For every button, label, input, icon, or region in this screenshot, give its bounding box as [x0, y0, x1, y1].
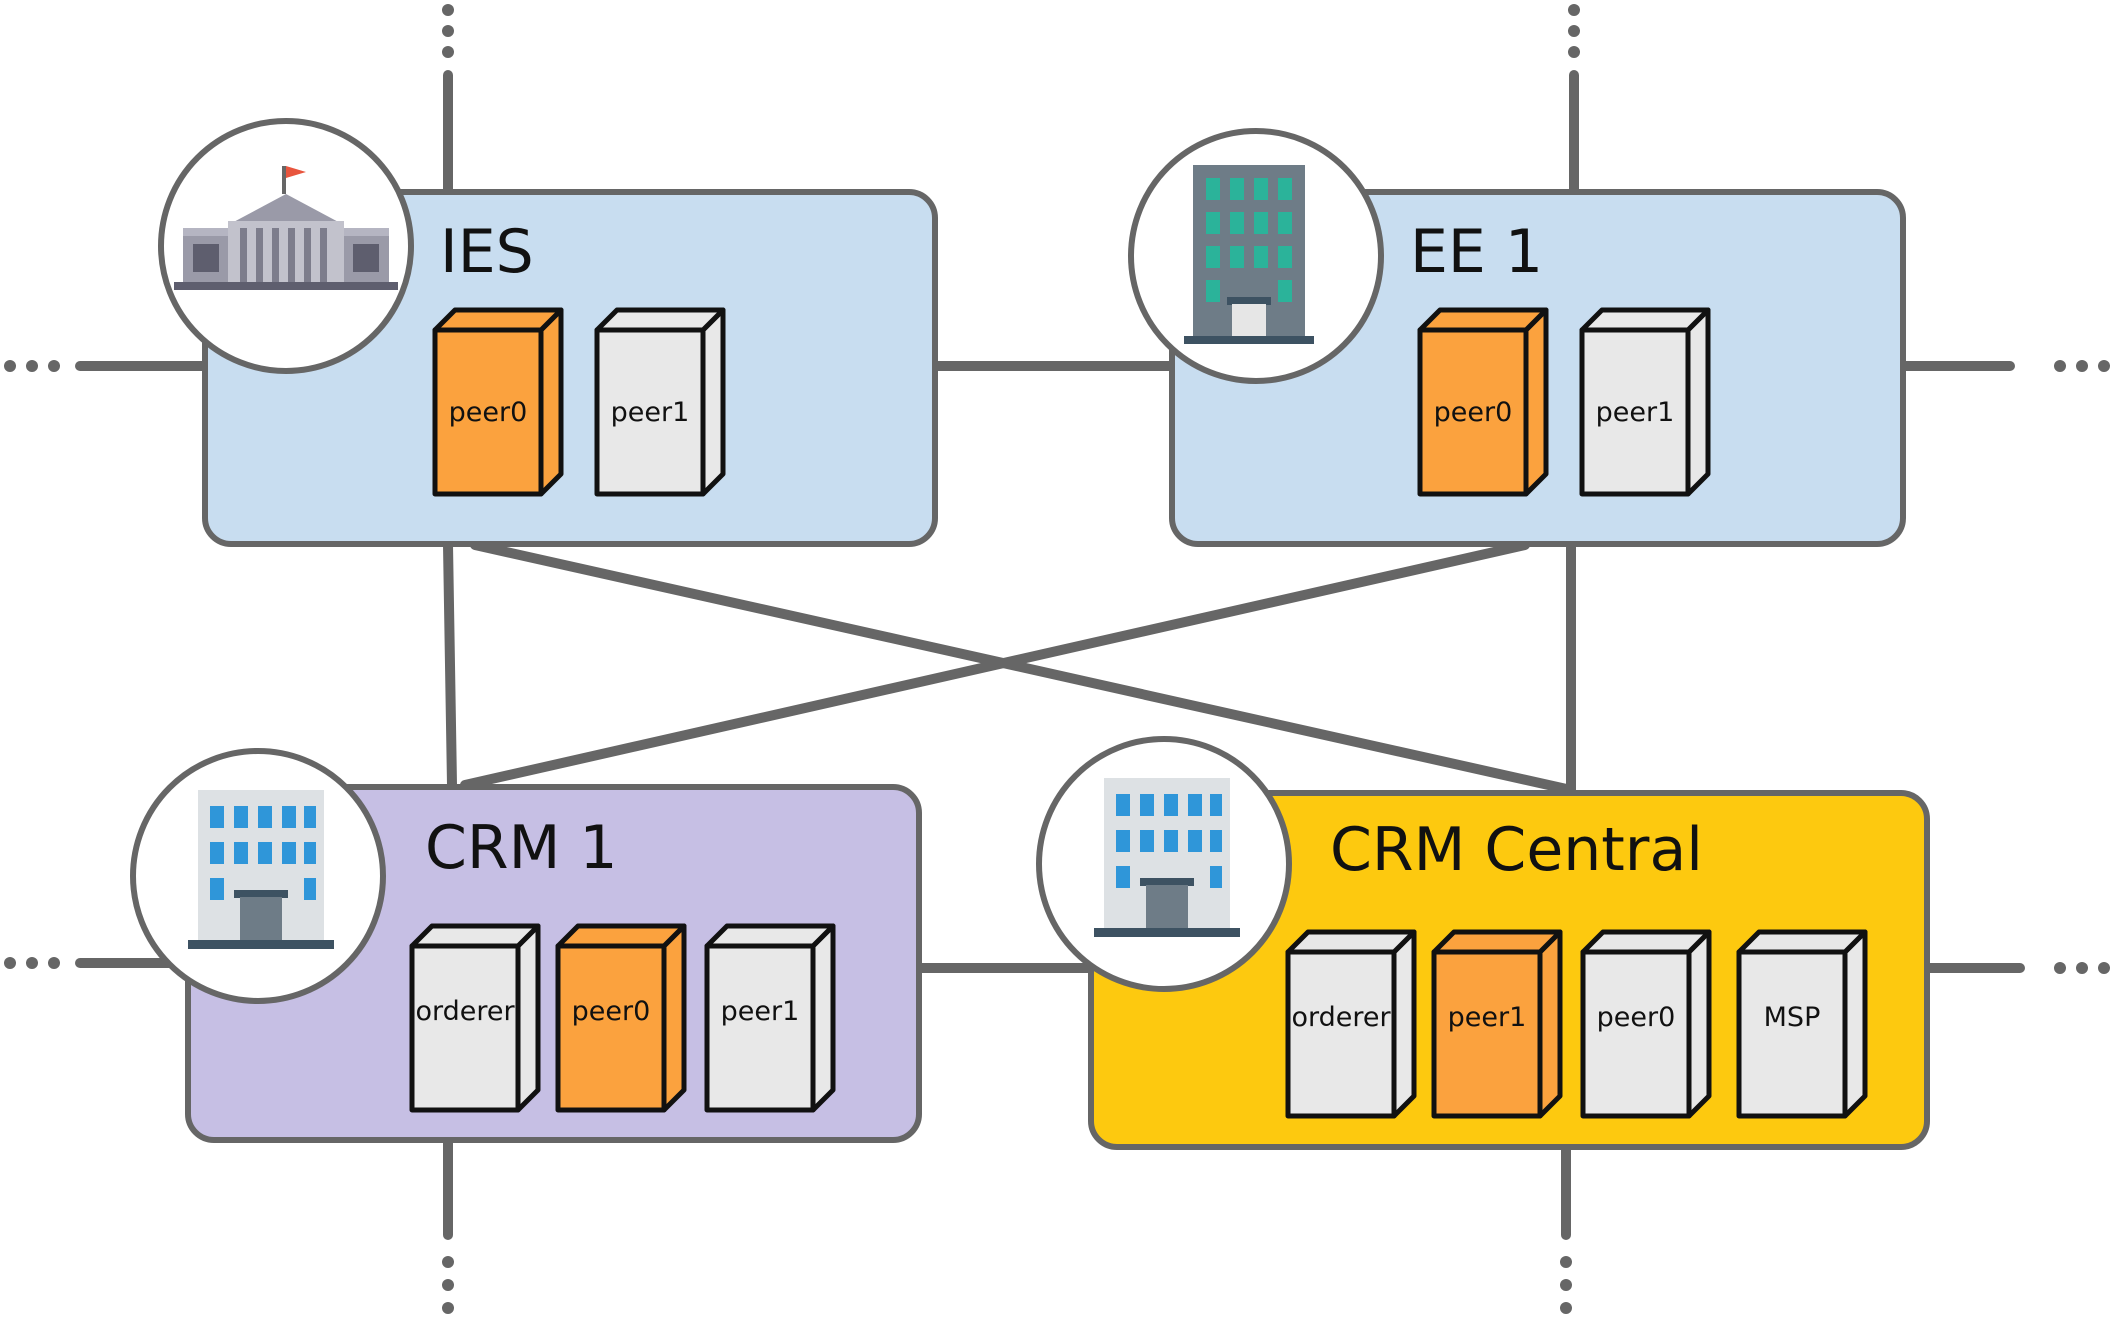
- node-card: MSP: [1736, 929, 1868, 1119]
- org-crm1: CRM 1 orderer peer0 peer1: [130, 748, 922, 1143]
- node-label: peer1: [1448, 1002, 1527, 1033]
- node-label: peer1: [1596, 397, 1675, 428]
- node-label: peer0: [1434, 397, 1513, 428]
- node-card: peer1: [704, 923, 836, 1113]
- network-links: [75, 70, 2025, 1240]
- node-card: peer1: [1579, 307, 1711, 497]
- node-card: orderer: [409, 923, 541, 1113]
- node-label: orderer: [415, 996, 515, 1027]
- node-card: peer0: [1580, 929, 1712, 1119]
- org-crm-central: CRM Central orderer peer1 peer0: [1036, 736, 1930, 1150]
- org-crm1-nodes: orderer peer0 peer1: [409, 923, 836, 1113]
- node-label: MSP: [1764, 1002, 1821, 1033]
- node-label: orderer: [1291, 1002, 1391, 1033]
- office-tower-icon: [1128, 128, 1384, 384]
- office-building-icon: [1036, 736, 1292, 992]
- link-ee1-crm1: [460, 540, 1530, 790]
- org-ies-title: IES: [440, 217, 534, 287]
- node-label: peer0: [449, 397, 528, 428]
- org-ee1-title: EE 1: [1410, 217, 1543, 287]
- link-ies-crm1: [443, 540, 457, 790]
- node-label: peer1: [611, 397, 690, 428]
- continuation-dots: [4, 4, 2110, 1314]
- node-card: peer1: [594, 307, 726, 497]
- org-ee1: EE 1 peer0 peer1: [1128, 128, 1906, 547]
- office-building-icon: [130, 748, 386, 1004]
- node-card: peer0: [432, 307, 564, 497]
- org-ee1-nodes: peer0 peer1: [1417, 307, 1711, 497]
- node-card: peer1: [1431, 929, 1563, 1119]
- node-label: peer1: [721, 996, 800, 1027]
- org-ies-nodes: peer0 peer1: [432, 307, 726, 497]
- org-crm-central-nodes: orderer peer1 peer0 MSP: [1285, 929, 1868, 1119]
- node-card: orderer: [1285, 929, 1417, 1119]
- node-label: peer0: [572, 996, 651, 1027]
- link-ies-crmcentral: [470, 540, 1576, 795]
- org-crm-central-title: CRM Central: [1330, 815, 1703, 885]
- org-ies: IES peer0 peer1: [158, 118, 938, 547]
- node-card: peer0: [1417, 307, 1549, 497]
- org-crm1-title: CRM 1: [425, 813, 618, 883]
- node-label: peer0: [1597, 1002, 1676, 1033]
- government-building-icon: [158, 118, 414, 374]
- node-card: peer0: [555, 923, 687, 1113]
